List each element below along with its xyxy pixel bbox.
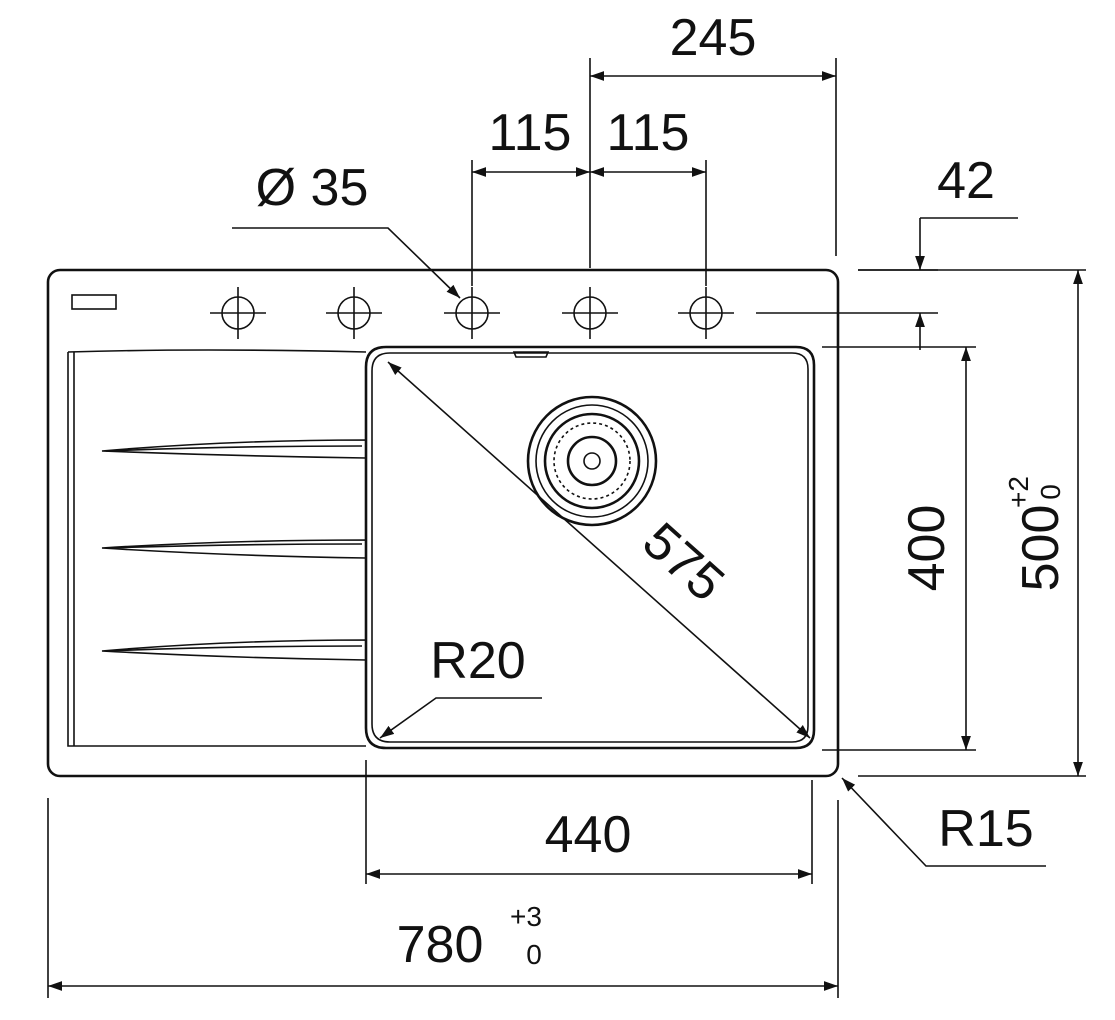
dimension-label-500: 500 (1012, 505, 1070, 592)
dimension-label-400: 400 (898, 505, 956, 592)
tap-hole-icon (562, 287, 618, 339)
dimension-500: 500 +2 0 (858, 269, 1086, 777)
dimension-label-r20: R20 (430, 632, 525, 690)
dimension-440: 440 (365, 760, 813, 884)
tap-hole-icon (210, 287, 266, 339)
label-plate (71, 294, 117, 310)
drainboard (67, 349, 367, 747)
tap-hole-icon (678, 287, 734, 339)
dimension-label-r15: R15 (938, 800, 1033, 858)
tolerance-upper-500: +2 (1003, 476, 1034, 508)
dimension-115-pair: 115 115 (471, 104, 707, 286)
dimension-r20: R20 (379, 632, 542, 739)
dimension-400: 400 (822, 346, 976, 751)
dimension-label-245: 245 (670, 9, 757, 67)
tap-hole-icon (326, 287, 382, 339)
tolerance-upper-780: +3 (510, 901, 542, 932)
drain-strainer (526, 395, 658, 527)
tap-holes (210, 287, 734, 339)
sink-outline (46, 268, 840, 778)
drainboard-groove (101, 439, 367, 459)
tap-hole-icon (444, 287, 500, 339)
dimension-label-440: 440 (545, 806, 632, 864)
dimension-label-575: 575 (632, 512, 735, 613)
dimension-42: 42 (756, 152, 1018, 350)
dimension-r15: R15 (841, 777, 1046, 867)
dimension-780: 780 +3 0 (47, 798, 839, 998)
drainboard-groove (101, 639, 367, 661)
dimension-label-780: 780 (397, 916, 484, 974)
sink-bowl (364, 345, 816, 750)
dimension-label-115-left: 115 (489, 104, 572, 162)
dimension-245: 245 (589, 9, 837, 268)
dimension-diameter-35: Ø 35 (232, 159, 461, 299)
overflow-slot (512, 351, 550, 358)
tolerance-lower-500: 0 (1035, 484, 1066, 500)
dimension-label-diameter: Ø 35 (256, 159, 369, 217)
drainboard-groove (101, 539, 367, 559)
dimension-label-115-right: 115 (607, 104, 690, 162)
tolerance-lower-780: 0 (526, 939, 542, 970)
dimension-label-42: 42 (937, 152, 995, 210)
